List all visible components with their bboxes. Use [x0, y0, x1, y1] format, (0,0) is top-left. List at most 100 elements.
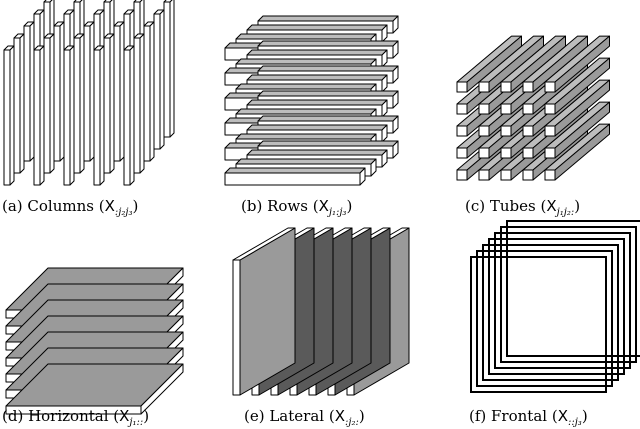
tube-front-face	[478, 147, 490, 159]
row-fiber-side	[381, 74, 388, 93]
column-fiber-front	[153, 13, 161, 150]
caption-horizontal: (d) Horizontal (Xj₁::)	[2, 407, 149, 428]
frontal-slice	[500, 226, 637, 363]
column-fiber-side	[169, 0, 175, 138]
tube-front-face	[522, 169, 534, 181]
tube-front-face	[478, 125, 490, 137]
column-fiber-side	[19, 33, 25, 174]
row-fiber-front	[224, 172, 361, 186]
tube-front-face	[544, 169, 556, 181]
caption-frontal: (f) Frontal (X::j₃)	[469, 407, 588, 428]
column-fiber-side	[49, 33, 55, 174]
column-fiber-side	[119, 21, 125, 162]
column-fiber-side	[99, 45, 105, 186]
row-fiber-side	[392, 15, 399, 34]
row-fiber-top	[235, 33, 377, 40]
column-fiber-side	[9, 45, 15, 186]
column-fiber-front	[103, 37, 111, 174]
rows-diagram	[224, 15, 399, 186]
frontal-slice	[488, 238, 625, 375]
column-fiber-front	[13, 37, 21, 174]
tube-front-face	[544, 147, 556, 159]
caption-tubes: (c) Tubes (Xj₁j₂:)	[465, 197, 580, 218]
tube-front-face	[500, 147, 512, 159]
row-fiber-top	[257, 140, 399, 147]
row-fiber-top	[235, 108, 377, 115]
tubes-diagram	[456, 35, 610, 181]
column-fiber-front	[133, 37, 141, 174]
tube-front-face	[456, 169, 468, 181]
column-fiber-front	[143, 25, 151, 162]
row-fiber-side	[381, 124, 388, 143]
row-fiber-side	[392, 40, 399, 59]
frontal-slice	[470, 256, 607, 393]
column-fiber-side	[59, 21, 65, 162]
row-fiber-top	[246, 99, 388, 106]
tube-front-face	[522, 125, 534, 137]
tube-front-face	[544, 103, 556, 115]
column-fiber-side	[129, 45, 135, 186]
row-fiber-top	[257, 115, 399, 122]
column-fiber-front	[33, 49, 41, 186]
row-fiber-top	[246, 74, 388, 81]
column-fiber-front	[23, 25, 31, 162]
tube-front-face	[478, 103, 490, 115]
tube-front-face	[500, 125, 512, 137]
row-fiber-side	[392, 140, 399, 159]
column-fiber-side	[159, 9, 165, 150]
row-fiber-side	[381, 49, 388, 68]
row-fiber-top	[246, 149, 388, 156]
tube-front-face	[456, 147, 468, 159]
tube-front-face	[456, 125, 468, 137]
column-fiber-front	[113, 25, 121, 162]
frontal-slice	[506, 220, 640, 357]
row-fiber-top	[224, 167, 366, 174]
frontal-slice	[476, 250, 613, 387]
lateral-slice-edge	[232, 259, 241, 396]
row-fiber-top	[246, 49, 388, 56]
tube-front-face	[522, 81, 534, 93]
lateral-slices-diagram	[232, 227, 410, 396]
tube-front-face	[544, 81, 556, 93]
row-fiber-top	[257, 90, 399, 97]
column-fiber-side	[69, 45, 75, 186]
column-fiber-side	[149, 21, 155, 162]
row-fiber-top	[257, 65, 399, 72]
tube-front-face	[456, 81, 468, 93]
row-fiber-top	[235, 83, 377, 90]
row-fiber-side	[370, 158, 377, 177]
row-fiber-top	[235, 58, 377, 65]
frontal-slice	[482, 244, 619, 381]
column-fiber-front	[123, 49, 131, 186]
tube-front-face	[500, 103, 512, 115]
column-fiber-side	[89, 21, 95, 162]
column-fiber-front	[3, 49, 11, 186]
row-fiber-side	[381, 149, 388, 168]
row-fiber-top	[235, 133, 377, 140]
tube-front-face	[544, 125, 556, 137]
tube-front-face	[478, 169, 490, 181]
row-fiber-side	[392, 115, 399, 134]
column-fiber-front	[73, 37, 81, 174]
column-fiber-side	[139, 33, 145, 174]
column-fiber-front	[43, 37, 51, 174]
column-fiber-side	[109, 33, 115, 174]
lateral-slice-top	[232, 227, 296, 261]
column-fiber-side	[39, 45, 45, 186]
tube-front-face	[478, 81, 490, 93]
column-fiber-front	[93, 49, 101, 186]
column-fiber-front	[63, 49, 71, 186]
caption-rows: (b) Rows (Xj₁:j₃)	[241, 197, 352, 218]
frontal-slices-diagram	[470, 220, 640, 393]
row-fiber-top	[246, 124, 388, 131]
frontal-slice	[494, 232, 631, 369]
horizontal-slices-diagram	[5, 267, 184, 415]
row-fiber-side	[359, 167, 366, 186]
row-fiber-top	[235, 158, 377, 165]
tube-front-face	[456, 103, 468, 115]
tube-front-face	[500, 169, 512, 181]
column-fiber-front	[53, 25, 61, 162]
columns-diagram	[3, 0, 175, 186]
column-fiber-side	[29, 21, 35, 162]
row-fiber-side	[392, 90, 399, 109]
